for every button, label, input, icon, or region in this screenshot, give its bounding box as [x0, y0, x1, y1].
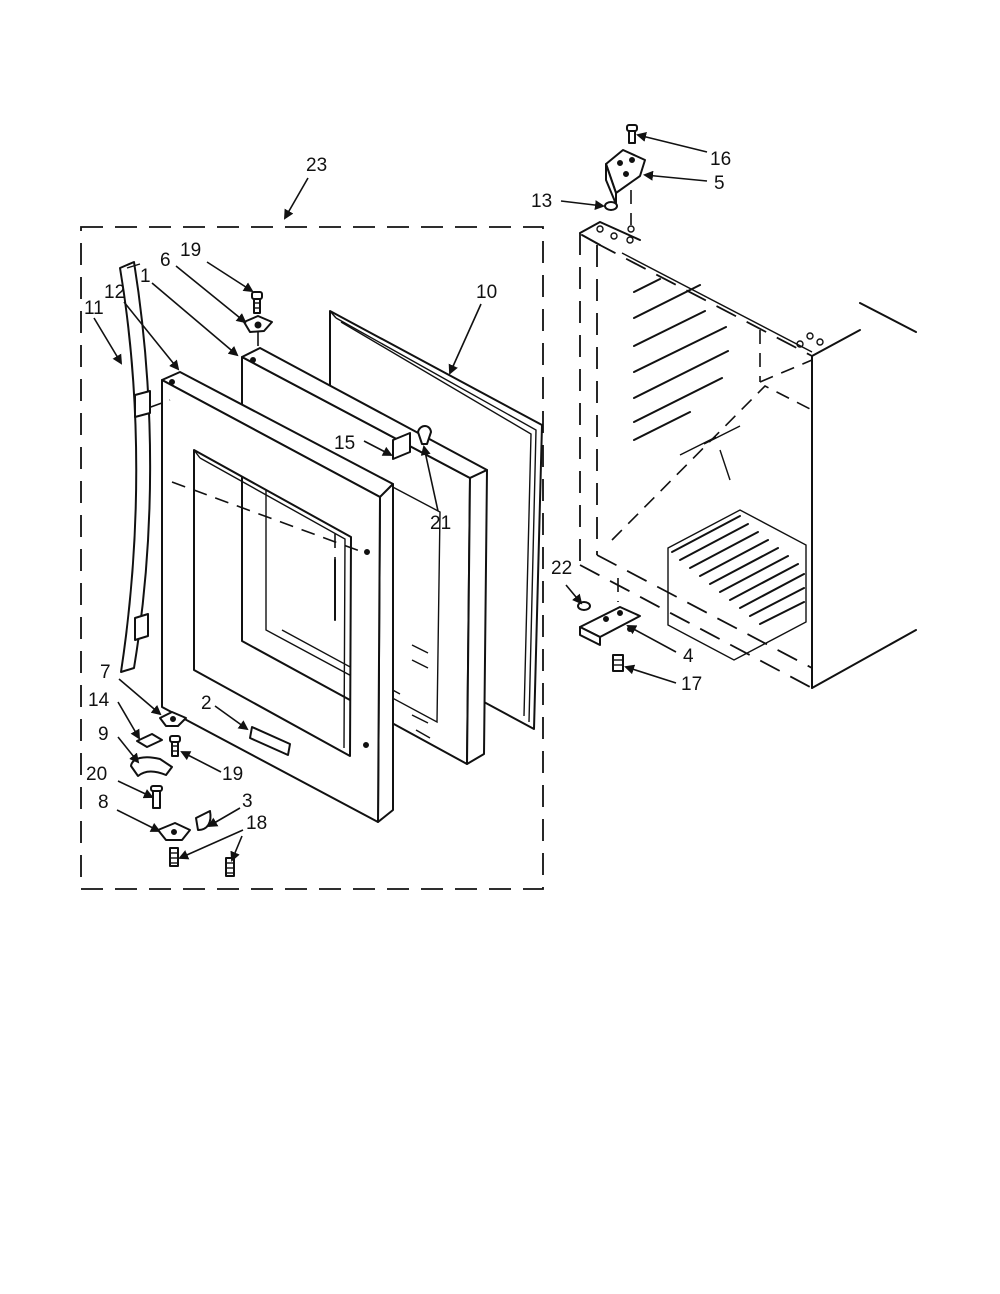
part-6-top-hinge	[243, 315, 273, 350]
door-assembly-boundary	[80, 226, 544, 890]
callout-16: 16	[710, 149, 731, 170]
callout-13: 13	[531, 191, 552, 212]
part-19-screw-top	[251, 291, 263, 314]
leader-arrows	[93, 132, 708, 862]
cabinet	[579, 221, 917, 689]
callout-23: 23	[306, 155, 327, 176]
callout-9: 9	[98, 724, 109, 745]
callout-20: 20	[86, 764, 107, 785]
callout-19-top: 19	[180, 240, 201, 261]
part-8-bottom-bracket	[157, 822, 191, 841]
part-4-cabinet-bottom-hinge	[579, 578, 641, 646]
part-18-screws	[169, 847, 235, 877]
part-19-screw-bottom	[169, 735, 181, 757]
callout-4: 4	[683, 646, 694, 667]
callout-11: 11	[84, 298, 104, 319]
callout-labels: 23 19 6 1 12 11 10 15 21 7 14 9 20 8 2 1…	[84, 149, 731, 834]
callout-12: 12	[104, 282, 125, 303]
part-11-handle	[119, 261, 152, 673]
part-13-washer	[604, 201, 618, 211]
callout-21: 21	[430, 513, 451, 534]
callout-3: 3	[242, 791, 253, 812]
callout-5: 5	[714, 173, 725, 194]
part-2-badge	[249, 726, 291, 756]
part-3-cap	[195, 810, 212, 831]
part-15-door-stop	[392, 432, 411, 460]
callout-7: 7	[100, 662, 111, 683]
callout-8: 8	[98, 792, 109, 813]
part-20-pin	[150, 785, 163, 809]
part-12-door-frame	[147, 371, 394, 823]
part-22-washer	[577, 601, 591, 611]
callout-22: 22	[551, 558, 572, 579]
callout-10: 10	[476, 282, 497, 303]
part-16-screw	[626, 124, 638, 144]
callout-1: 1	[140, 266, 151, 287]
callout-6: 6	[160, 250, 171, 271]
part-7-bottom-hinge-pin	[159, 711, 187, 727]
part-17-screw	[612, 654, 624, 672]
callout-18: 18	[246, 813, 267, 834]
part-5-cabinet-top-hinge	[605, 149, 646, 233]
callout-19-bottom: 19	[222, 764, 243, 785]
part-14-spacer	[136, 733, 163, 748]
callout-14: 14	[88, 690, 110, 711]
callout-15: 15	[334, 433, 355, 454]
callout-17: 17	[681, 674, 702, 695]
part-21-pivot	[417, 425, 432, 445]
callout-2: 2	[201, 693, 212, 714]
